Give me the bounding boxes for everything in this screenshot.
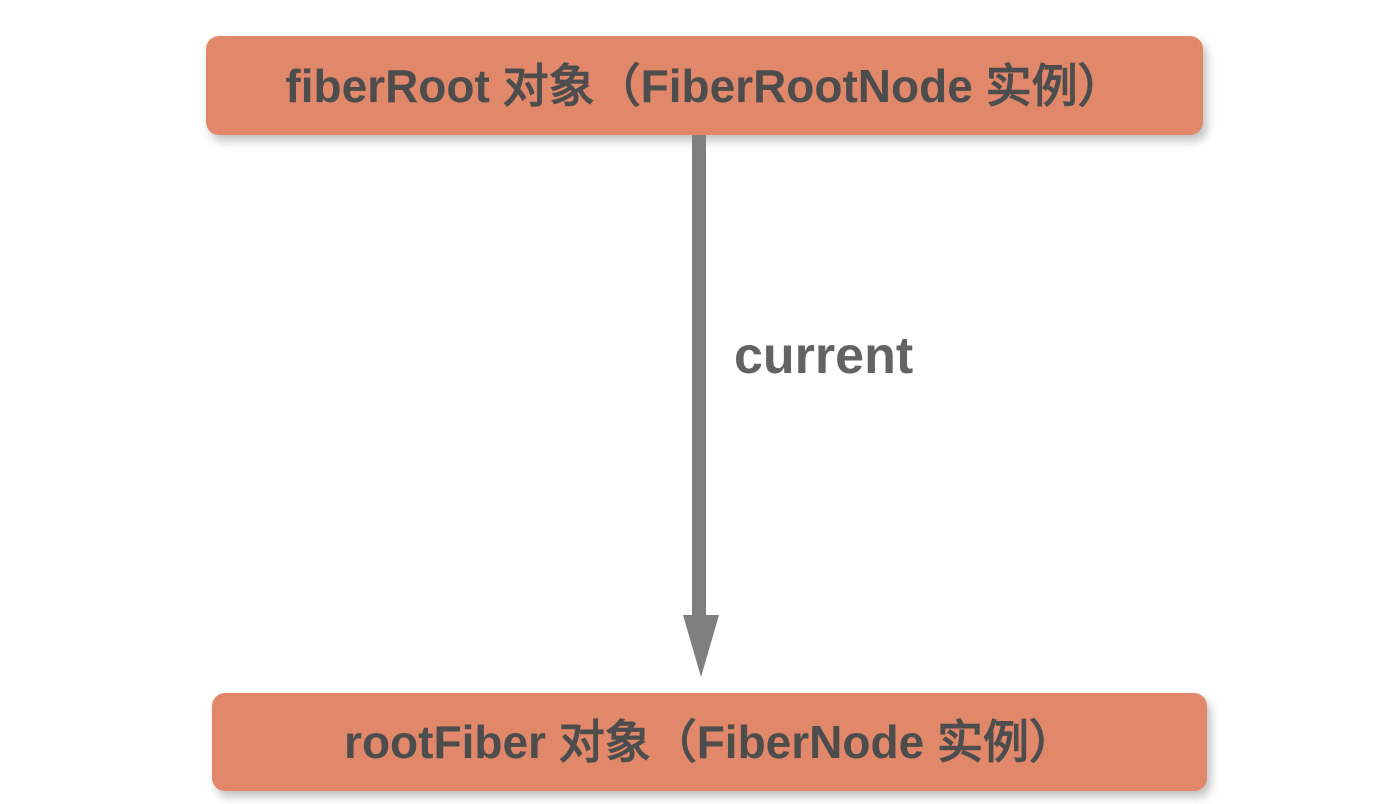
node-fiberroot-label: fiberRoot 对象（FiberRootNode 实例）	[285, 59, 1124, 112]
arrow-down-icon	[683, 135, 719, 677]
node-rootfiber-label: rootFiber 对象（FiberNode 实例）	[344, 716, 1075, 768]
node-fiberroot[interactable]: fiberRoot 对象（FiberRootNode 实例）	[206, 36, 1203, 135]
node-rootfiber[interactable]: rootFiber 对象（FiberNode 实例）	[212, 693, 1207, 791]
edge-current-label: current	[734, 327, 914, 385]
edge-current-arrow	[648, 135, 758, 685]
